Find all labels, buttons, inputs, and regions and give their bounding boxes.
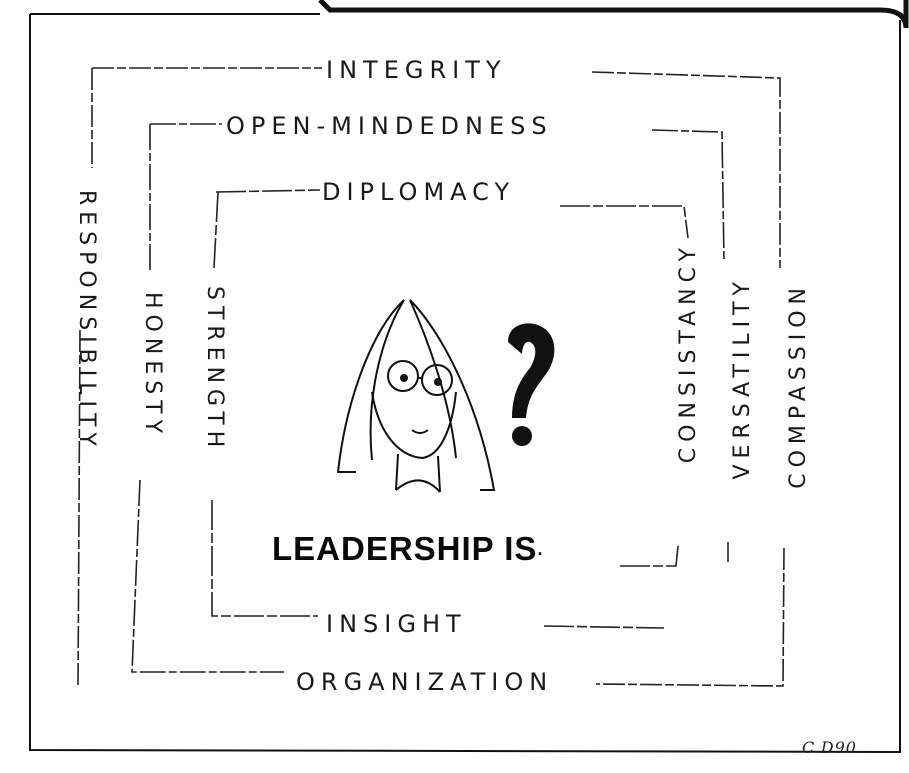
label-insight: INSIGHT	[326, 610, 467, 638]
question-mark-icon	[508, 323, 555, 446]
label-honesty: HONESTY	[140, 292, 165, 440]
label-strength: STRENGTH	[202, 286, 227, 454]
label-versatility: VERSATILITY	[730, 276, 755, 480]
label-integrity: INTEGRITY	[326, 56, 507, 84]
label-consistancy: CONSISTANCY	[676, 242, 701, 464]
outer-frame	[77, 67, 785, 689]
label-responsibility: RESPONSIBILITY	[74, 190, 99, 452]
label-organization: ORGANIZATION	[296, 668, 554, 696]
eye-pupils	[400, 374, 442, 386]
label-open-mindedness: OPEN-MINDEDNESS	[226, 112, 553, 140]
label-compassion: COMPASSION	[786, 282, 811, 489]
page-border	[29, 0, 909, 754]
label-diplomacy: DIPLOMACY	[322, 178, 516, 206]
woman-face-drawing	[336, 299, 496, 493]
leadership-title: LEADERSHIP IS·	[272, 530, 545, 567]
inner-frame	[211, 189, 689, 629]
artist-signature: C.D90.	[802, 738, 864, 757]
middle-frame	[131, 123, 729, 673]
